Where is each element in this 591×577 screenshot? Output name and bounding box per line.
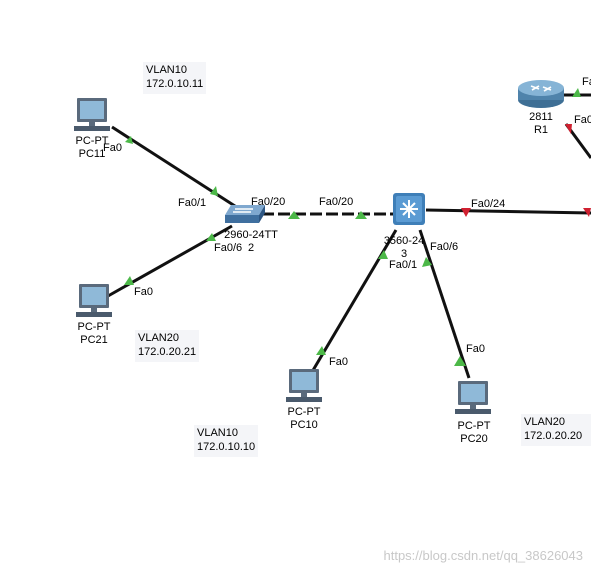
port-label: Fa0/20 <box>319 196 354 208</box>
link-light-up <box>124 276 134 285</box>
link-light-up <box>422 257 432 267</box>
link-lights <box>124 88 591 366</box>
pc10-label[interactable]: PC-PT PC10 <box>284 406 324 432</box>
link-light-up <box>355 211 367 219</box>
device-type: PC-PT <box>287 406 321 418</box>
device-type: 2960-24TT <box>224 229 278 241</box>
note-pc11: VLAN10 172.0.10.11 <box>143 62 207 94</box>
device-type: PC-PT <box>457 420 491 432</box>
cable-sw3-pc20[interactable] <box>418 229 471 379</box>
link-light-up <box>210 186 218 196</box>
link-light-down <box>583 208 591 217</box>
switch-3560-icon[interactable] <box>393 193 425 225</box>
device-name: PC10 <box>290 419 318 431</box>
note-vlan: VLAN10 <box>146 64 187 76</box>
note-pc10: VLAN10 172.0.10.10 <box>194 425 259 457</box>
watermark: https://blog.csdn.net/qq_38626043 <box>383 548 584 563</box>
pc21-icon[interactable] <box>76 284 112 317</box>
pc10-icon[interactable] <box>286 369 322 402</box>
link-light-down <box>565 124 572 134</box>
link-light-up <box>378 250 388 259</box>
port-label: Fa0 <box>103 142 122 154</box>
port-label: Fa0/1 <box>389 259 418 271</box>
note-vlan: VLAN20 <box>524 416 565 428</box>
router-2811-label[interactable]: 2811 R1 <box>524 111 558 137</box>
port-label: Fa0/6 <box>430 241 459 253</box>
link-light-up <box>572 88 581 97</box>
note-vlan: VLAN10 <box>197 427 238 439</box>
note-ip: 172.0.20.20 <box>524 430 583 442</box>
device-name: 2 <box>247 242 255 254</box>
port-label: Fa0/6 <box>214 242 243 254</box>
device-type: 3560-24 <box>383 235 425 247</box>
link-light-up <box>316 346 326 355</box>
link-light-up <box>454 356 466 366</box>
switch-3560-label[interactable]: 3560-24 3 <box>378 235 430 261</box>
device-name: PC20 <box>460 433 488 445</box>
pc11-label[interactable]: PC-PT PC11 <box>74 135 110 161</box>
note-pc21: VLAN20 172.0.20.21 <box>135 330 200 362</box>
device-type: PC-PT <box>77 321 111 333</box>
port-label: Fa <box>582 76 591 88</box>
port-label: Fa0 <box>134 286 153 298</box>
device-name: R1 <box>533 124 549 136</box>
port-label: Fa0/24 <box>471 198 506 210</box>
port-label: Fa0 <box>466 343 485 355</box>
router-2811-icon[interactable] <box>518 80 564 108</box>
port-label: Fa0/20 <box>251 196 286 208</box>
device-name: PC21 <box>80 334 108 346</box>
link-light-up <box>125 136 133 144</box>
switch-2960-icon[interactable] <box>225 205 265 223</box>
note-ip: 172.0.20.21 <box>138 346 197 358</box>
note-vlan: VLAN20 <box>138 332 179 344</box>
link-light-up <box>288 211 300 219</box>
port-label: Fa0 <box>574 114 591 126</box>
switch-2960-label[interactable]: 2960-24TT 2 <box>218 229 284 255</box>
note-ip: 172.0.10.10 <box>197 441 256 453</box>
port-label: Fa0 <box>329 356 348 368</box>
pc20-label[interactable]: PC-PT PC20 <box>454 420 494 446</box>
device-type: 2811 <box>529 111 553 123</box>
link-light-up <box>206 233 216 241</box>
device-name: 3 <box>400 248 408 260</box>
cable-sw3-r[interactable] <box>425 208 591 215</box>
link-light-down <box>461 208 471 217</box>
note-ip: 172.0.10.11 <box>146 78 204 90</box>
device-type: PC-PT <box>75 135 109 147</box>
pc21-label[interactable]: PC-PT PC21 <box>74 321 114 347</box>
device-name: PC11 <box>78 148 106 160</box>
pc11-icon[interactable] <box>74 98 110 131</box>
note-pc20: VLAN20 172.0.20.20 <box>521 414 591 446</box>
port-label: Fa0/1 <box>178 197 207 209</box>
pc20-icon[interactable] <box>455 381 491 414</box>
